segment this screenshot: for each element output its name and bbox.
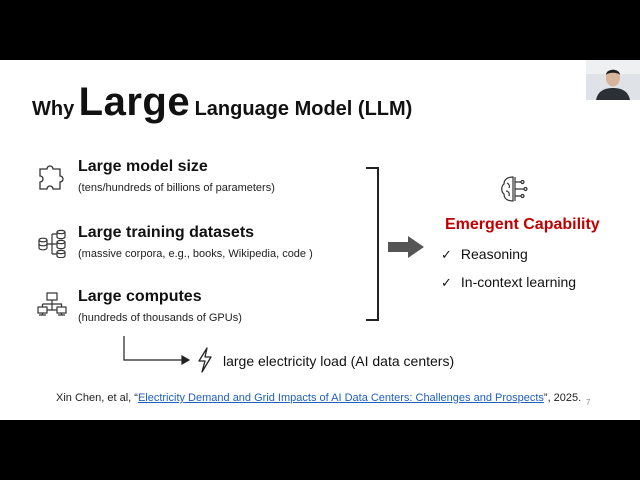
feature-heading: Large training datasets [78,224,255,241]
emergent-capability-title: Emergent Capability [445,216,600,233]
citation-link[interactable]: Electricity Demand and Grid Impacts of A… [137,392,544,404]
connector-arrow [118,336,194,371]
network-computers-icon [36,290,68,322]
citation: Xin Chen, et al, “Electricity Demand and… [56,392,581,404]
capability-label: Reasoning [460,246,528,262]
checkmark-icon: ✓ [441,275,452,290]
citation-suffix: ”, 2025. [543,392,582,404]
feature-heading: Large computes [78,288,202,305]
right-brace [364,166,384,327]
feature-detail: (hundreds of thousands of GPUs) [78,312,242,324]
feature-detail: (tens/hundreds of billions of parameters… [78,182,275,194]
brain-circuit-icon [499,174,529,209]
lightning-icon [196,347,214,378]
title-prefix: Why [32,98,75,120]
webcam-thumbnail [586,60,640,100]
slide-title: Why Large Language Model (LLM) [32,80,412,125]
title-suffix: Language Model (LLM) [194,98,413,120]
slide: Why Large Language Model (LLM) Large mod… [0,60,640,420]
arrow-right-icon [386,234,426,265]
capability-item: ✓ In-context learning [441,274,576,291]
feature-heading: Large model size [78,158,208,175]
puzzle-icon [36,160,68,192]
checkmark-icon: ✓ [441,247,452,262]
title-emphasis: Large [78,80,191,124]
database-icon [36,226,68,259]
capability-label: In-context learning [460,274,577,290]
citation-prefix: Xin Chen, et al, “ [56,392,138,404]
electricity-load-text: large electricity load (AI data centers) [223,353,455,369]
page-number: 7 [586,398,591,407]
feature-detail: (massive corpora, e.g., books, Wikipedia… [78,248,313,260]
capability-item: ✓ Reasoning [441,246,528,263]
